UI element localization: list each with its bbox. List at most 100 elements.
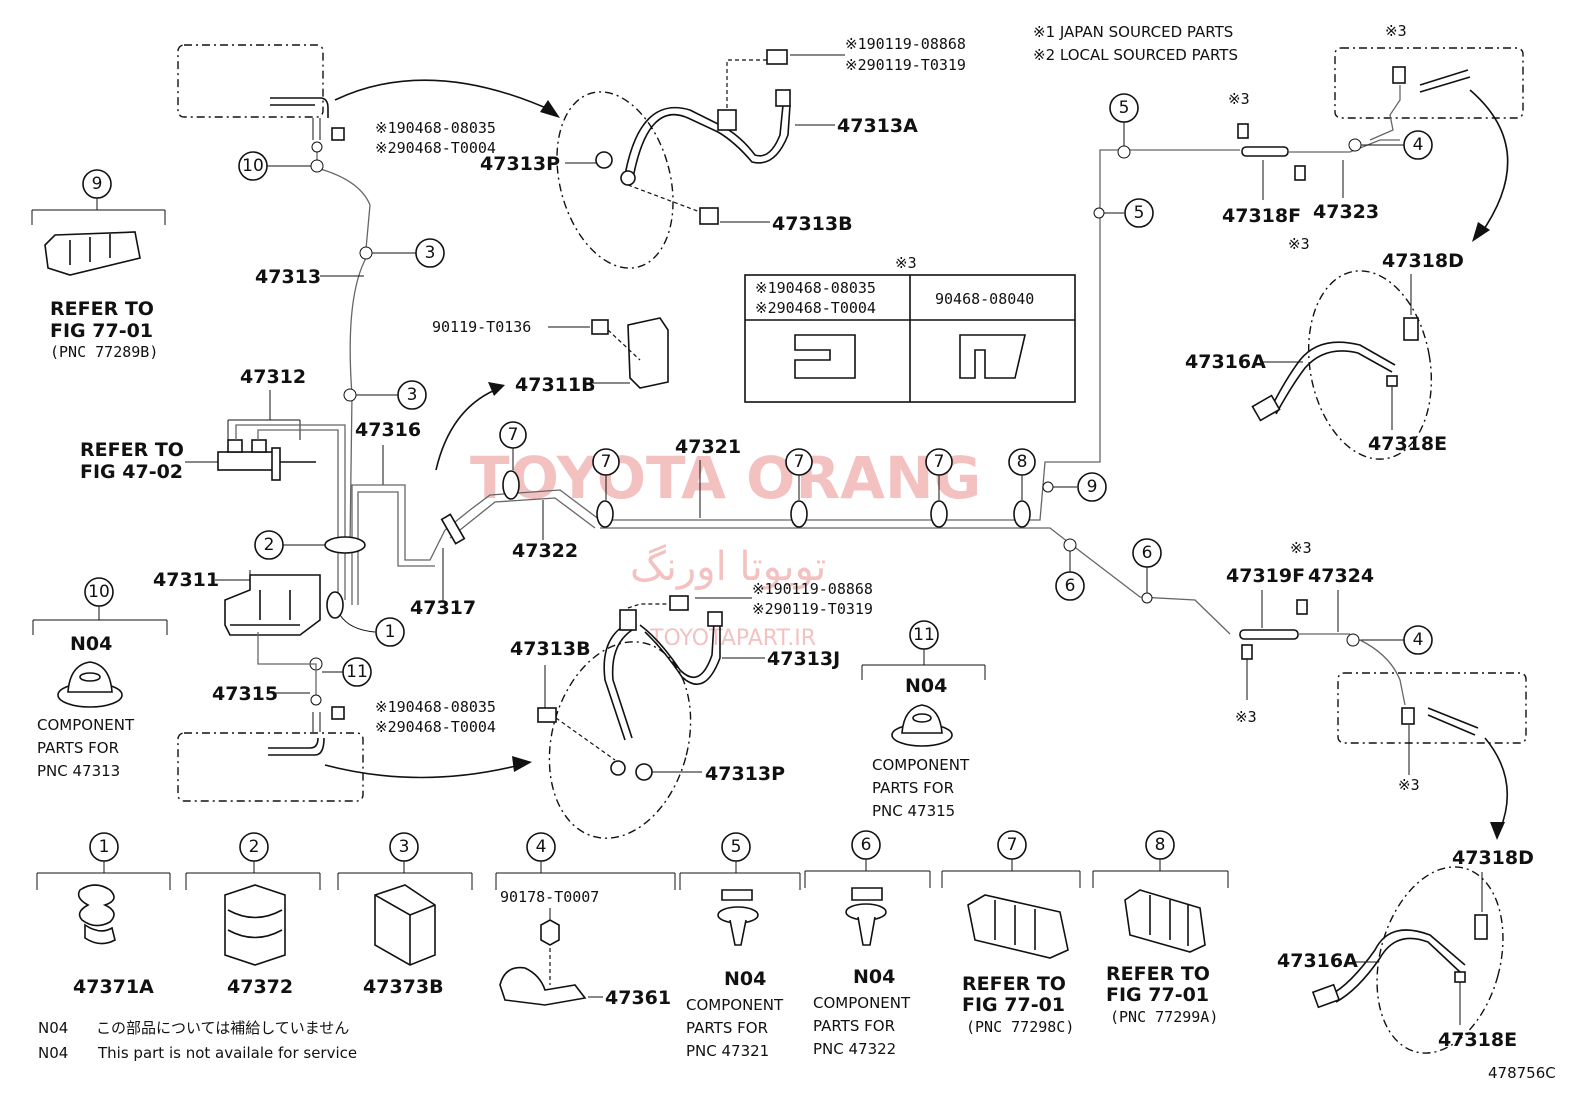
- ref7-line2: FIG 77-01: [962, 994, 1065, 1016]
- arrow-bottom-curve: [324, 764, 521, 779]
- footnote-code-2: N04: [38, 1044, 68, 1062]
- ref9-line3: (PNC 77289B): [50, 343, 158, 361]
- svg-text:4: 4: [1413, 630, 1424, 650]
- label-47321: 47321: [675, 436, 741, 458]
- union-47317: [440, 513, 466, 545]
- clip-table-col1-line2: ※290468-T0004: [755, 299, 876, 317]
- detail-ellipse-bottom: [548, 641, 692, 839]
- bracket-bolt-icon: [591, 319, 609, 335]
- watermark-url: TOYOTAPART.IR: [649, 626, 816, 651]
- detail-box-bottom-left: [177, 732, 364, 802]
- label-47324: 47324: [1308, 565, 1374, 587]
- detail-ellipse-top: [556, 91, 674, 269]
- star3-b: ※3: [1288, 235, 1310, 253]
- n04-6: N04: [853, 966, 895, 988]
- detail-box-bottom-right: [1337, 672, 1527, 744]
- label-47311B: 47311B: [515, 374, 596, 396]
- pipe-47316: [351, 484, 446, 605]
- label-47313: 47313: [255, 266, 321, 288]
- c5-line2: PARTS FOR: [686, 1019, 768, 1037]
- callout-6-left: [1055, 571, 1085, 601]
- star3-e: ※3: [1235, 708, 1257, 726]
- label-47313B-top: 47313B: [772, 213, 853, 235]
- svg-text:7: 7: [794, 452, 805, 472]
- svg-text:3: 3: [425, 243, 436, 263]
- clip-shape-2: [959, 334, 1027, 379]
- legend-local-sourced: ※2 LOCAL SOURCED PARTS: [1033, 46, 1238, 64]
- callout-2: [254, 530, 284, 560]
- c6-line1: COMPONENT: [813, 994, 911, 1012]
- c11-line3: PNC 47315: [872, 802, 955, 820]
- clamp-47372: [224, 884, 286, 966]
- svg-text:2: 2: [264, 535, 275, 555]
- callout-4-bottom: [1403, 625, 1433, 655]
- n04-left: N04: [70, 633, 112, 655]
- label-47319F: 47319F: [1226, 565, 1305, 587]
- ref47-line1: REFER TO: [80, 439, 184, 461]
- clip-shape-1: [794, 334, 856, 379]
- callout-5-top: [1109, 93, 1139, 123]
- svg-text:5: 5: [1134, 203, 1145, 223]
- label-47313A: 47313A: [837, 115, 918, 137]
- c10-line1: COMPONENT: [37, 716, 135, 734]
- label-47373B: 47373B: [363, 976, 444, 998]
- star3-c: ※3: [1385, 22, 1407, 40]
- bolt-icon-47313B: [699, 207, 719, 225]
- bracket-47311B: [627, 317, 669, 389]
- clip-icon: [331, 127, 345, 141]
- bolt-top-code-1: ※190119-08868: [845, 35, 966, 53]
- label-47316A-top: 47316A: [1185, 351, 1266, 373]
- star3-d: ※3: [1290, 539, 1312, 557]
- pipe-47313: [316, 148, 371, 546]
- callout-11: [342, 657, 372, 687]
- svg-text:11: 11: [346, 662, 368, 682]
- arrow-top-curve: [334, 79, 556, 113]
- clamp-9-shape: [44, 231, 141, 276]
- c5-line1: COMPONENT: [686, 996, 784, 1014]
- c10-line3: PNC 47313: [37, 762, 120, 780]
- hose-47319F: [1239, 629, 1299, 640]
- n04-mid: N04: [905, 675, 947, 697]
- c6-line2: PARTS FOR: [813, 1017, 895, 1035]
- clamp-77298C: [967, 894, 1069, 959]
- callout-3-lower: [397, 380, 427, 410]
- label-47318D-top: 47318D: [1382, 250, 1464, 272]
- label-47313P-bot: 47313P: [705, 763, 785, 785]
- callout-3-upper: [415, 238, 445, 268]
- c11-line2: PARTS FOR: [872, 779, 954, 797]
- detail-ellipse-right-bottom: [1376, 866, 1504, 1054]
- svg-text:7: 7: [934, 452, 945, 472]
- hose-47318F: [1241, 146, 1289, 157]
- label-47318E-top: 47318E: [1368, 433, 1447, 455]
- label-47312: 47312: [240, 366, 306, 388]
- clamp-47371A: [77, 884, 115, 927]
- bolt-mid-code-2: ※290119-T0319: [752, 600, 873, 618]
- ref9-line2: FIG 77-01: [50, 320, 153, 342]
- star3-f: ※3: [1398, 776, 1420, 794]
- callout-4-top: [1403, 130, 1433, 160]
- clip-bot-code-2: ※290468-T0004: [375, 718, 496, 736]
- bolt-mid-code-1: ※190119-08868: [752, 580, 873, 598]
- label-47313P-top: 47313P: [480, 153, 560, 175]
- hose-47316A-top: [1269, 341, 1396, 411]
- clip-top-code-2: ※290468-T0004: [375, 139, 496, 157]
- ref8-line1: REFER TO: [1106, 963, 1210, 985]
- svg-text:7: 7: [601, 452, 612, 472]
- svg-text:11: 11: [913, 625, 935, 645]
- clamp-77299A: [1124, 889, 1206, 953]
- watermark-persian: تویوتا اورنگ: [630, 544, 826, 590]
- svg-text:10: 10: [242, 156, 264, 176]
- callout-9-right: [1077, 472, 1107, 502]
- svg-text:8: 8: [1155, 835, 1166, 855]
- label-47316: 47316: [355, 419, 421, 441]
- legend-japan-sourced: ※1 JAPAN SOURCED PARTS: [1033, 23, 1233, 41]
- svg-text:6: 6: [1065, 576, 1076, 596]
- label-47371A: 47371A: [73, 976, 154, 998]
- abs-actuator-47311: [224, 574, 321, 636]
- ref9-line1: REFER TO: [50, 298, 154, 320]
- clamp-47361: [499, 966, 587, 1006]
- svg-text:9: 9: [92, 174, 103, 194]
- svg-text:7: 7: [508, 425, 519, 445]
- svg-text:5: 5: [731, 837, 742, 857]
